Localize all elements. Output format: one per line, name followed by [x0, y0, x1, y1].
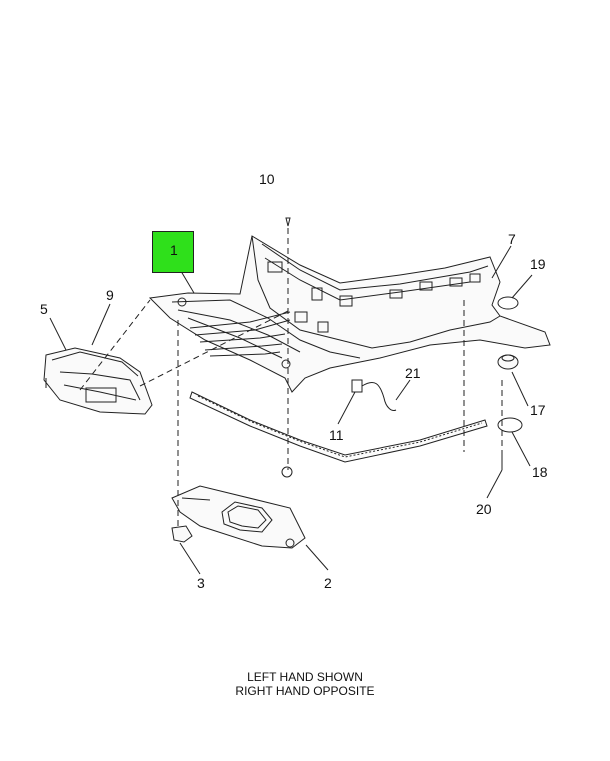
grommet-17 [497, 354, 519, 370]
alignment-lines [79, 228, 503, 526]
visor-clip [171, 525, 193, 543]
caption-line-1: LEFT HAND SHOWN [247, 670, 363, 684]
caption-line-2: RIGHT HAND OPPOSITE [235, 684, 375, 698]
callout-5: 5 [40, 301, 48, 317]
highlight-box [152, 231, 194, 273]
callout-11: 11 [329, 427, 344, 443]
screw-10 [285, 217, 291, 227]
callout-1: 1 [170, 242, 178, 258]
callout-9: 9 [106, 287, 114, 303]
callout-2: 2 [324, 575, 332, 591]
clip-fastener [281, 466, 293, 478]
callout-21: 21 [405, 365, 421, 381]
headliner-panel [148, 235, 551, 393]
lamp-harness [351, 379, 397, 411]
sun-visor [171, 485, 306, 549]
grommet-19 [497, 296, 519, 310]
overhead-console [43, 347, 153, 415]
callout-17: 17 [530, 402, 546, 418]
callout-19: 19 [530, 256, 546, 272]
callout-20: 20 [476, 501, 492, 517]
plug-18 [497, 417, 523, 433]
seal-strip [189, 391, 488, 463]
callout-10: 10 [259, 171, 275, 187]
callout-18: 18 [532, 464, 548, 480]
callout-7: 7 [508, 231, 516, 247]
callout-3: 3 [197, 575, 205, 591]
